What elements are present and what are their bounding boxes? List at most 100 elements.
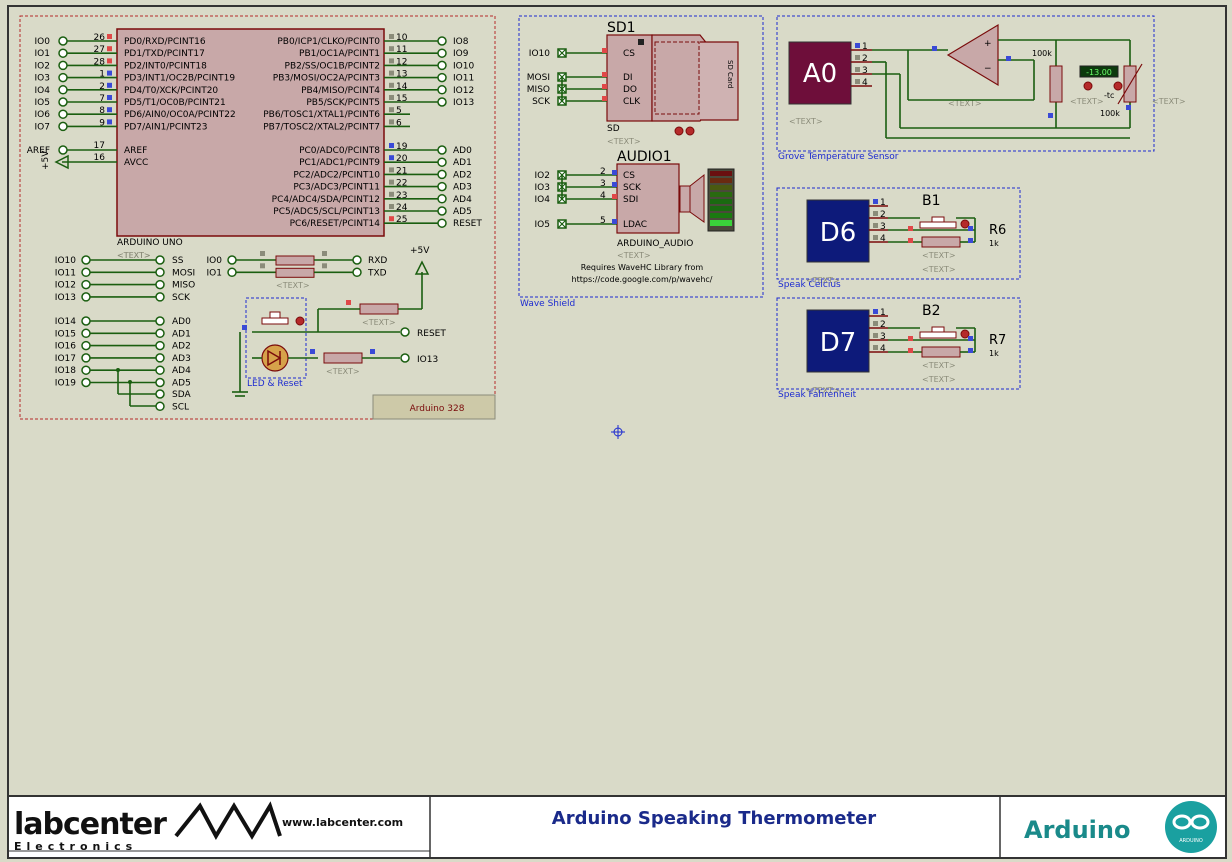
- terminal[interactable]: [58, 109, 68, 119]
- mcu-left-num: 26: [94, 33, 106, 43]
- resistor-text: <TEXT>: [922, 375, 956, 384]
- temp-pin-num: 1: [862, 42, 868, 52]
- terminal[interactable]: [155, 340, 165, 351]
- avcc-name: AVCC: [124, 158, 148, 168]
- audio-note-2[interactable]: https://code.google.com/p/wavehc/: [572, 275, 713, 284]
- terminal[interactable]: [155, 365, 165, 375]
- terminal[interactable]: [58, 36, 68, 46]
- labcenter-logo-wave: [174, 801, 282, 841]
- mcu-right-num: 6: [396, 118, 402, 128]
- company-sub: Electronics: [14, 840, 137, 853]
- reset-button[interactable]: [261, 317, 289, 325]
- analog-map-left: IO14: [55, 317, 76, 327]
- terminal[interactable]: [58, 48, 68, 58]
- mcu-right-name: PB1/OC1A/PCINT1: [299, 49, 380, 59]
- terminal[interactable]: [81, 292, 91, 302]
- terminal[interactable]: [81, 255, 91, 265]
- terminal[interactable]: [81, 353, 91, 363]
- terminal[interactable]: [58, 97, 68, 107]
- avcc-supply-label: +5V: [41, 150, 51, 170]
- mcu-right-port: IO13: [453, 98, 474, 108]
- arduino-logo-icon: ARDUINO: [1165, 801, 1217, 853]
- audio-label: ARDUINO_AUDIO: [617, 239, 693, 249]
- terminal[interactable]: [155, 267, 165, 278]
- mcu-label: ARDUINO UNO: [117, 238, 183, 248]
- terminal[interactable]: [81, 340, 91, 351]
- mcu-analog-num: 22: [396, 179, 407, 189]
- terminal[interactable]: [352, 255, 362, 265]
- terminal[interactable]: [155, 328, 165, 339]
- mcu-left-name: PD2/INT0/PCINT18: [124, 61, 207, 71]
- terminal[interactable]: [437, 157, 447, 167]
- terminal[interactable]: [81, 365, 91, 375]
- terminal[interactable]: [81, 279, 91, 290]
- terminal[interactable]: [155, 377, 165, 388]
- terminal[interactable]: [155, 389, 165, 399]
- mcu-body[interactable]: [116, 28, 385, 237]
- terminal[interactable]: [227, 255, 237, 265]
- terminal[interactable]: [352, 267, 362, 278]
- mcu-right-name: PB6/TOSC1/XTAL1/PCINT6: [263, 110, 380, 120]
- terminal[interactable]: [437, 145, 447, 155]
- mcu-analog-name: PC3/ADC3/PCINT11: [293, 183, 380, 193]
- terminal[interactable]: [155, 316, 165, 326]
- led-reset-label: LED & Reset: [247, 379, 303, 389]
- terminal[interactable]: [155, 401, 165, 412]
- a0-module[interactable]: [788, 41, 852, 105]
- opamp: + − <TEXT>: [946, 23, 999, 108]
- audio-net: IO5: [535, 220, 550, 230]
- terminal[interactable]: [437, 48, 447, 58]
- terminal-x[interactable]: [557, 219, 567, 229]
- mcu-right-name: PB3/MOSI/OC2A/PCINT3: [273, 74, 380, 84]
- mcu-right-num: 5: [396, 106, 402, 116]
- svg-text:<TEXT>: <TEXT>: [607, 137, 641, 146]
- audio-module[interactable]: AUDIO1 ARDUINO_AUDIO <TEXT> Requires Wav…: [572, 149, 735, 284]
- serial-text: <TEXT>: [276, 281, 310, 290]
- terminal[interactable]: [155, 353, 165, 363]
- terminal[interactable]: [155, 255, 165, 265]
- reset-net-label: RESET: [417, 329, 446, 339]
- sd-card-module[interactable]: SD1 SD Card SD <TEXT>: [606, 20, 739, 146]
- mcu-analog-port: AD5: [453, 207, 472, 217]
- analog-map-left: IO16: [55, 342, 76, 352]
- terminal[interactable]: [81, 328, 91, 339]
- terminal[interactable]: [437, 206, 447, 216]
- terminal[interactable]: [81, 377, 91, 388]
- terminal-x[interactable]: [557, 48, 567, 58]
- terminal[interactable]: [437, 181, 447, 192]
- terminal[interactable]: [81, 267, 91, 278]
- terminal[interactable]: [58, 85, 68, 95]
- b2-button[interactable]: [919, 331, 957, 339]
- terminal[interactable]: [58, 121, 68, 132]
- mcu-analog-num: 24: [396, 203, 408, 213]
- terminal[interactable]: [437, 72, 447, 83]
- spi-map-left: IO12: [55, 281, 76, 291]
- terminal[interactable]: [437, 169, 447, 180]
- terminal[interactable]: [437, 36, 447, 46]
- mcu-right-num: 15: [396, 94, 407, 104]
- sd-pin: CS: [623, 49, 635, 59]
- terminal[interactable]: [437, 218, 447, 228]
- audio-pin: SDI: [623, 195, 638, 205]
- terminal[interactable]: [227, 267, 237, 278]
- company-url[interactable]: www.labcenter.com: [282, 816, 403, 829]
- terminal[interactable]: [437, 97, 447, 107]
- temp-sensor-group: [776, 15, 1155, 152]
- analog-map-left: IO17: [55, 354, 76, 364]
- b2-module[interactable]: [806, 309, 870, 373]
- terminal[interactable]: [155, 292, 165, 302]
- mcu-analog-port: RESET: [453, 219, 482, 229]
- terminal[interactable]: [437, 85, 447, 95]
- terminal[interactable]: [437, 194, 447, 204]
- b1-module[interactable]: [806, 199, 870, 263]
- terminal[interactable]: [58, 72, 68, 83]
- terminal[interactable]: [58, 60, 68, 71]
- terminal[interactable]: [58, 145, 68, 155]
- terminal[interactable]: [155, 279, 165, 290]
- spi-map-left: IO11: [55, 268, 76, 278]
- b1-button[interactable]: [919, 221, 957, 229]
- terminal[interactable]: [81, 316, 91, 326]
- terminal[interactable]: [437, 60, 447, 71]
- svg-text:<TEXT>: <TEXT>: [948, 99, 982, 108]
